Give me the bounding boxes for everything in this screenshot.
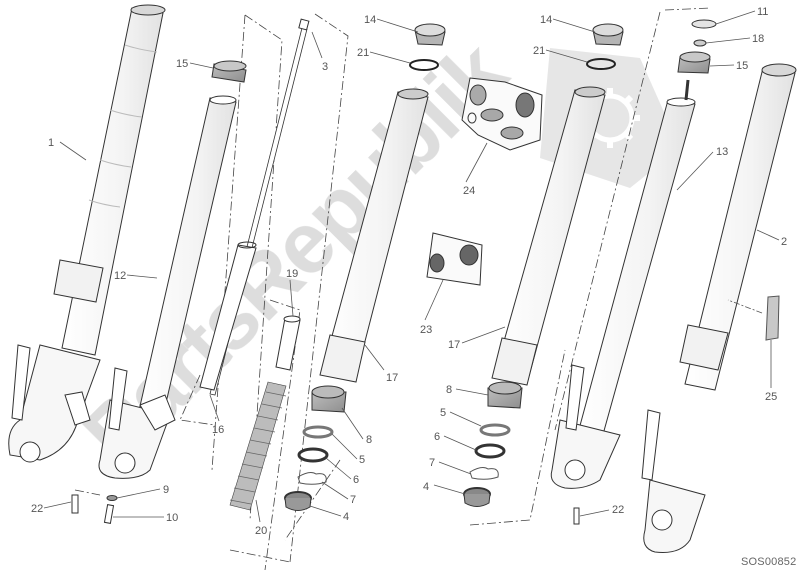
callout-c24[interactable]: 24 (463, 185, 476, 197)
part-20-spring[interactable] (229, 381, 287, 511)
part-8-bushing-left[interactable] (311, 385, 347, 413)
part-16-cartridge-rod[interactable] (199, 18, 310, 396)
callout-c16[interactable]: 16 (212, 424, 225, 436)
part-2-fork-tube[interactable] (641, 63, 797, 553)
part-6-oil-seal-left[interactable] (297, 447, 329, 463)
callout-c25[interactable]: 25 (765, 391, 778, 403)
callout-c17b[interactable]: 17 (448, 339, 461, 351)
part-7-circlip-left[interactable] (297, 472, 327, 485)
callout-c20[interactable]: 20 (255, 525, 268, 537)
drawing-code: SOS00852 (741, 556, 797, 568)
callout-c7b[interactable]: 7 (429, 457, 436, 469)
callout-c19[interactable]: 19 (286, 268, 299, 280)
callout-c9[interactable]: 9 (163, 484, 170, 496)
part-22-bolt-left[interactable] (71, 494, 79, 514)
part-8-bushing-right[interactable] (487, 381, 523, 409)
part-21-o-ring-left[interactable] (409, 59, 439, 71)
callout-c6b[interactable]: 6 (434, 431, 441, 443)
callout-c15a[interactable]: 15 (176, 58, 189, 70)
part-23-seal-kit[interactable] (426, 232, 483, 286)
callout-c22a[interactable]: 22 (31, 503, 44, 515)
callout-c15b[interactable]: 15 (736, 60, 749, 72)
seal-stack-left (284, 385, 347, 511)
callout-c21b[interactable]: 21 (533, 45, 546, 57)
part-19-spacer[interactable] (275, 315, 301, 371)
callout-c1[interactable]: 1 (48, 137, 55, 149)
part-15-bushing-left[interactable] (211, 60, 247, 83)
part-21-o-ring-right[interactable] (586, 58, 616, 70)
part-14-top-cap-right[interactable] (592, 23, 624, 46)
assembly-boundaries (74, 7, 711, 571)
callout-c6a[interactable]: 6 (353, 474, 360, 486)
callout-c21a[interactable]: 21 (357, 47, 370, 59)
part-25-label[interactable] (765, 295, 780, 341)
callout-c5b[interactable]: 5 (440, 407, 447, 419)
callout-c11[interactable]: 11 (757, 6, 769, 18)
part-6-oil-seal-right[interactable] (474, 443, 506, 459)
leader-lines (43, 10, 780, 523)
callout-c18[interactable]: 18 (752, 33, 765, 45)
callout-c8b[interactable]: 8 (446, 384, 453, 396)
callout-c7a[interactable]: 7 (350, 494, 357, 506)
callout-c3[interactable]: 3 (322, 61, 329, 73)
part-11-washer[interactable] (691, 19, 717, 29)
callout-c22b[interactable]: 22 (612, 504, 625, 516)
callout-c4b[interactable]: 4 (423, 481, 430, 493)
callout-c5a[interactable]: 5 (359, 454, 366, 466)
part-4-dust-seal-left[interactable] (284, 491, 312, 511)
callout-c10[interactable]: 10 (166, 512, 179, 524)
part-14-top-cap-left[interactable] (414, 23, 446, 46)
callout-c23[interactable]: 23 (420, 324, 433, 336)
part-17-fork-tube-left[interactable] (319, 88, 429, 383)
part-4-dust-seal-right[interactable] (463, 487, 491, 507)
part-5-washer-left[interactable] (302, 425, 334, 439)
part-24-seal-kit[interactable] (461, 77, 543, 151)
part-15-bushing-right[interactable] (677, 51, 711, 74)
callout-c2[interactable]: 2 (781, 236, 788, 248)
part-13-inner-tube[interactable] (550, 79, 696, 489)
callout-c12[interactable]: 12 (114, 270, 127, 282)
callout-c17a[interactable]: 17 (386, 372, 399, 384)
part-18-nut[interactable] (693, 39, 707, 47)
part-17-fork-tube-right[interactable] (491, 86, 606, 386)
part-9-washer[interactable] (106, 495, 118, 501)
part-10-bolt[interactable] (103, 504, 115, 524)
part-5-washer-right[interactable] (479, 423, 511, 437)
callout-c13[interactable]: 13 (716, 146, 729, 158)
callout-c8a[interactable]: 8 (366, 434, 373, 446)
callout-c14a[interactable]: 14 (364, 14, 377, 26)
part-7-circlip-right[interactable] (469, 467, 499, 480)
callout-c4a[interactable]: 4 (343, 511, 350, 523)
part-1-fork-tube[interactable] (8, 4, 166, 463)
seal-stack-right (463, 381, 523, 507)
part-22-bolt-right[interactable] (573, 507, 580, 525)
part-12-inner-tube[interactable] (98, 95, 237, 479)
callout-c14b[interactable]: 14 (540, 14, 553, 26)
